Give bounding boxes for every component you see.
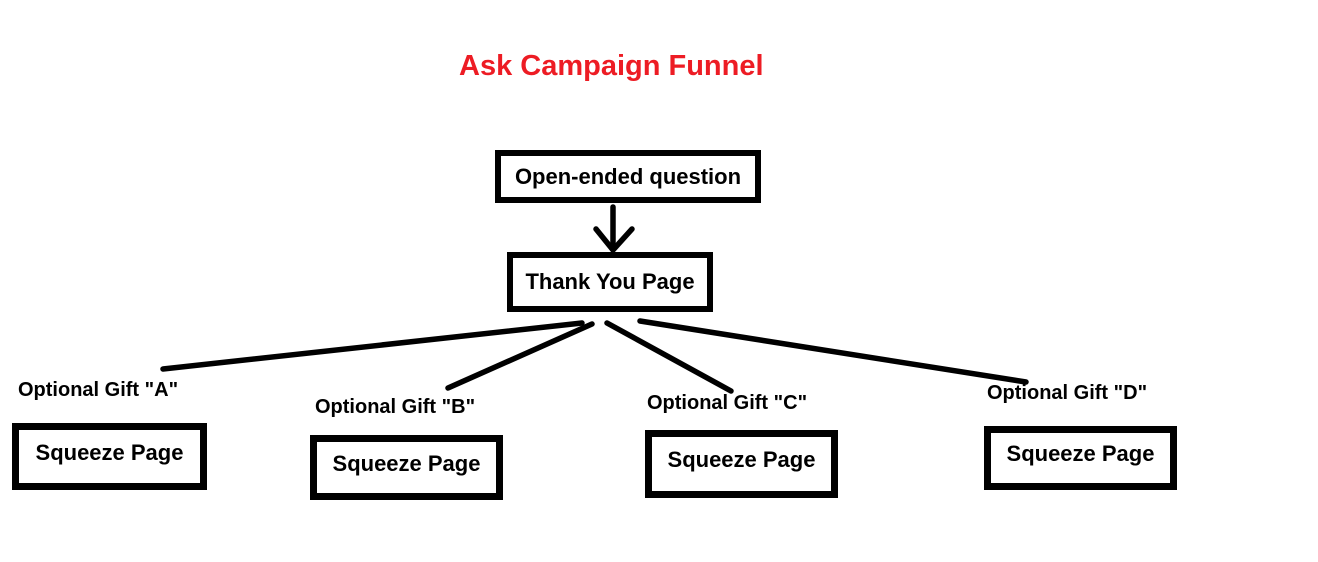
page-title: Ask Campaign Funnel — [459, 50, 764, 82]
squeeze-page-box-d: Squeeze Page — [984, 426, 1177, 490]
optional-gift-c-label: Optional Gift "C" — [647, 392, 808, 414]
open-ended-question-label: Open-ended question — [514, 163, 742, 189]
optional-gift-d-label: Optional Gift "D" — [987, 382, 1148, 404]
optional-gift-a-label: Optional Gift "A" — [18, 379, 179, 401]
squeeze-page-box-c: Squeeze Page — [645, 430, 838, 498]
squeeze-page-label-d: Squeeze Page — [1006, 441, 1155, 466]
connector-branch-a — [160, 320, 585, 372]
thank-you-page-box: Thank You Page — [507, 252, 713, 312]
open-ended-question-box: Open-ended question — [495, 150, 761, 203]
optional-gift-b-label: Optional Gift "B" — [315, 396, 476, 418]
arrow-head-icon — [593, 226, 635, 255]
squeeze-page-box-a: Squeeze Page — [12, 423, 207, 490]
connector-branch-c — [604, 320, 734, 394]
connector-branch-d — [637, 318, 1029, 385]
squeeze-page-box-b: Squeeze Page — [310, 435, 503, 500]
squeeze-page-label-c: Squeeze Page — [667, 447, 816, 472]
squeeze-page-label-b: Squeeze Page — [332, 450, 481, 476]
connector-branch-b — [445, 321, 595, 391]
squeeze-page-label-a: Squeeze Page — [35, 439, 184, 465]
thank-you-page-label: Thank You Page — [525, 269, 695, 294]
